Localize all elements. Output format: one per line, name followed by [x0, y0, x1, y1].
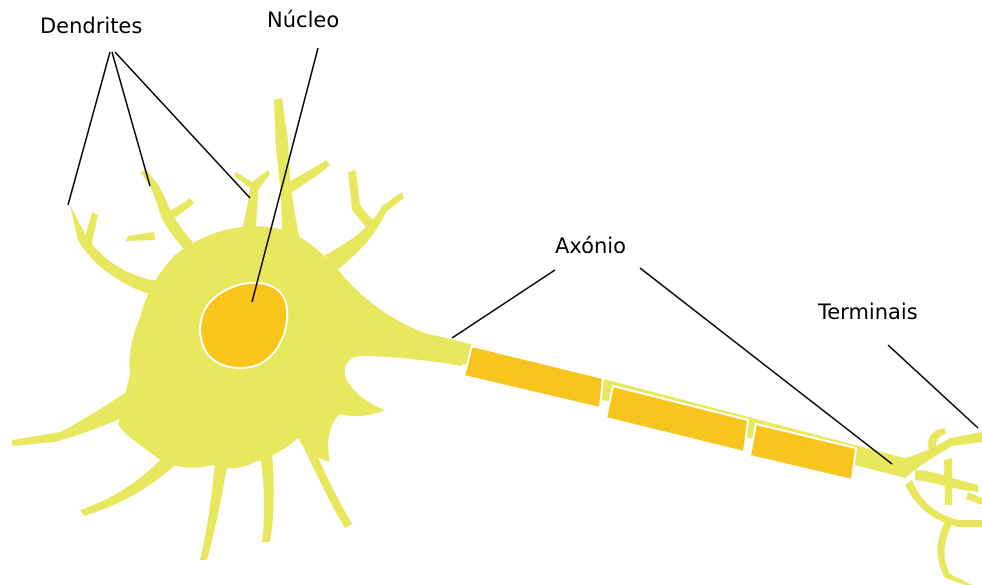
neuron-cell	[12, 98, 982, 585]
leader-line-dendrites	[112, 52, 150, 186]
dendrite	[260, 455, 274, 542]
dendrite	[348, 170, 376, 230]
dendrite	[70, 205, 165, 298]
dendrite	[325, 192, 404, 272]
dendrite	[80, 455, 175, 516]
terminal-branch	[938, 522, 973, 585]
soma	[118, 226, 462, 468]
myelin-segment	[464, 346, 603, 408]
axon-terminals	[895, 428, 982, 585]
dendrite	[289, 160, 330, 192]
terminal-branch	[895, 432, 982, 478]
dendrite	[200, 460, 228, 560]
leader-line-terminals	[888, 345, 978, 428]
label-terminals: Terminais	[818, 302, 918, 323]
leader-line-dendrites	[68, 52, 110, 205]
myelin-sheath	[464, 346, 856, 480]
terminal-branch	[944, 458, 952, 505]
dendrite	[82, 212, 98, 252]
label-nucleus: Núcleo	[267, 10, 339, 31]
myelin-segment	[606, 386, 748, 452]
label-dendrites: Dendrites	[40, 16, 142, 37]
leader-line-dendrites	[115, 52, 250, 198]
dendrite	[126, 232, 155, 241]
terminal-branch	[966, 492, 982, 505]
leader-line-axon	[452, 270, 555, 338]
dendrite	[12, 390, 140, 446]
label-axon: Axónio	[555, 236, 626, 257]
